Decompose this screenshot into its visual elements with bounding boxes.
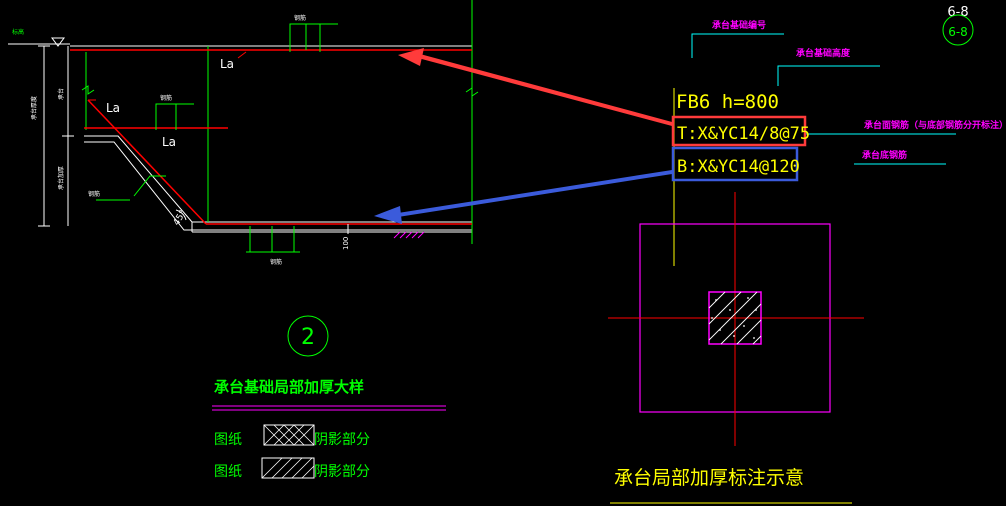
plan-title: 承台局部加厚标注示意 [614, 467, 804, 489]
legend-1-suffix: 阴影部分 [314, 432, 370, 448]
bottom-rebar-label: B:X&YC14@120 [677, 157, 800, 177]
vertical-label-1: 承台厚度 [30, 96, 38, 120]
sheet-number-circle-label: 6-8 [948, 25, 968, 39]
elevation-label: 标高 [12, 28, 24, 36]
blue-arrow-head [374, 206, 402, 224]
legend-swatch-crosshatch [263, 424, 315, 446]
dim-100-label: 100 [342, 237, 350, 250]
la-label-2: La [106, 101, 120, 115]
break-mark [465, 87, 479, 97]
rebar-label-slope: 钢筋 [88, 190, 100, 198]
legend-2-prefix: 图纸 [214, 464, 242, 480]
concrete-outline [84, 135, 472, 223]
section-number-circle [287, 315, 329, 357]
anno-base-number: 承台基础编号 [712, 19, 766, 31]
la-label-1: La [220, 57, 234, 71]
column-hatch [708, 291, 762, 345]
legend-swatch-hatch [261, 457, 315, 479]
callout-arrows [374, 48, 672, 224]
angle-label: 45° [172, 209, 189, 228]
section-number: 2 [301, 325, 315, 350]
section-detail: 标高 承台厚度 承台 承台加厚 钢筋 [8, 0, 479, 480]
elevation-triangle [51, 37, 65, 47]
rebar-label-top: 钢筋 [294, 14, 306, 22]
plan-annotation: 6-8 6-8 承台基础编号 承台基础高度 承台面钢筋（与底部钢筋分开标注） 承… [608, 5, 1006, 504]
vertical-label-2: 承台 [57, 88, 65, 100]
column-hatch-box [708, 291, 762, 345]
rebar-label-bottom: 钢筋 [270, 258, 282, 266]
anno-bottom-rebar: 承台底钢筋 [862, 149, 907, 161]
red-arrow-head [398, 48, 424, 66]
top-rebar-label: T:X&YC14/8@75 [677, 124, 810, 144]
top-rebar-highlight-box [671, 115, 807, 147]
legend-1-prefix: 图纸 [214, 432, 242, 448]
vertical-label-3: 承台加厚 [57, 166, 65, 190]
blue-arrow-shaft [398, 170, 672, 217]
fb6-label: FB6 h=800 [676, 91, 779, 113]
sheet-number-circle [942, 14, 974, 46]
red-arrow-shaft [418, 54, 672, 126]
legend-2-suffix: 阴影部分 [314, 464, 370, 480]
anno-base-height: 承台基础高度 [796, 47, 851, 59]
hatch-mark [393, 231, 425, 239]
bottom-rebar-highlight-box [671, 146, 799, 182]
detail-title: 承台基础局部加厚大样 [214, 378, 364, 396]
sheet-number-top: 6-8 [947, 5, 968, 20]
rebar-label-mid: 钢筋 [160, 94, 172, 102]
slope-rebar-line [87, 99, 207, 225]
anno-top-rebar: 承台面钢筋（与底部钢筋分开标注） [864, 119, 1006, 131]
la-label-3: La [162, 135, 176, 149]
legend: 图纸 阴影部分 图纸 阴影部分 [214, 424, 370, 480]
